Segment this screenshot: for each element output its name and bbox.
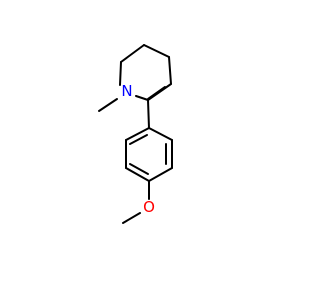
bond-o-methyl (122, 212, 141, 224)
nitrogen-atom-label: N (121, 82, 132, 100)
bonds (98, 44, 173, 224)
bond-n-methyl (98, 98, 118, 112)
bond-ar3-ar4-inner (129, 163, 149, 175)
bond-n-c2 (119, 61, 122, 86)
atom-labels: N O (121, 82, 155, 216)
structure-diagram: N O (98, 44, 173, 224)
bond-c2-c3 (120, 44, 145, 63)
bond-ar1-ar2-inner (129, 134, 148, 145)
bond-c4-c5 (168, 56, 172, 85)
bond-ar6-ar1 (148, 127, 173, 141)
bond-ar4-ar5 (148, 167, 173, 182)
bond-c3-c4 (143, 44, 170, 58)
bond-ar3-ar4 (125, 167, 150, 182)
bond-ar1-ar2 (125, 127, 150, 141)
molecule-drawing: N O (98, 44, 173, 224)
bond-c6-aryl (147, 99, 150, 129)
bond-c5-c6-double (147, 86, 166, 100)
bond-c6-n (135, 95, 149, 101)
oxygen-atom-label: O (143, 198, 155, 216)
